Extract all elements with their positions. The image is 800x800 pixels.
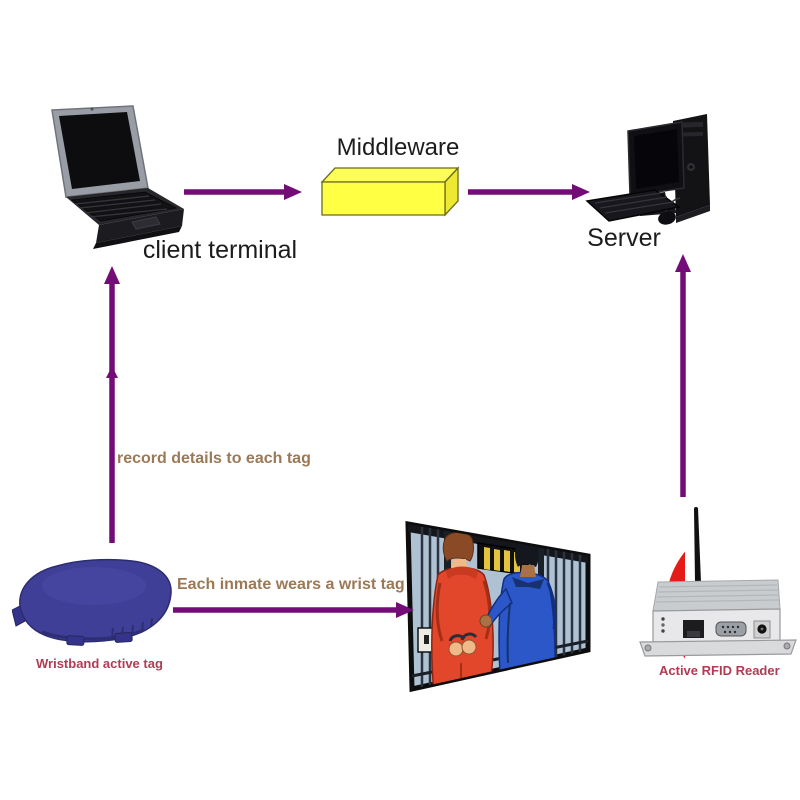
rfid-reader-icon (639, 507, 797, 657)
middleware-label: Middleware (336, 134, 460, 161)
active-rfid-reader-label: Active RFID Reader (659, 663, 780, 678)
arrow-wristband-to-client (104, 266, 120, 543)
inmates-scene-icon (405, 521, 591, 693)
arrow-reader-to-server (675, 254, 691, 497)
arrow-client-to-middleware (184, 184, 302, 200)
client-terminal-label: client terminal (142, 236, 298, 264)
server-icon (585, 114, 710, 225)
record-details-label: record details to each tag (117, 450, 311, 467)
server-label: Server (587, 224, 661, 252)
wristband-icon (12, 558, 172, 646)
arrow-middleware-to-server (468, 184, 590, 200)
inmate-wears-label: Each inmate wears a wrist tag (177, 576, 405, 593)
wristband-tag-label: Wristband active tag (36, 656, 163, 671)
laptop-icon (51, 105, 184, 249)
arrow-wristband-to-inmates (173, 602, 414, 618)
middleware-box-icon (320, 166, 460, 217)
